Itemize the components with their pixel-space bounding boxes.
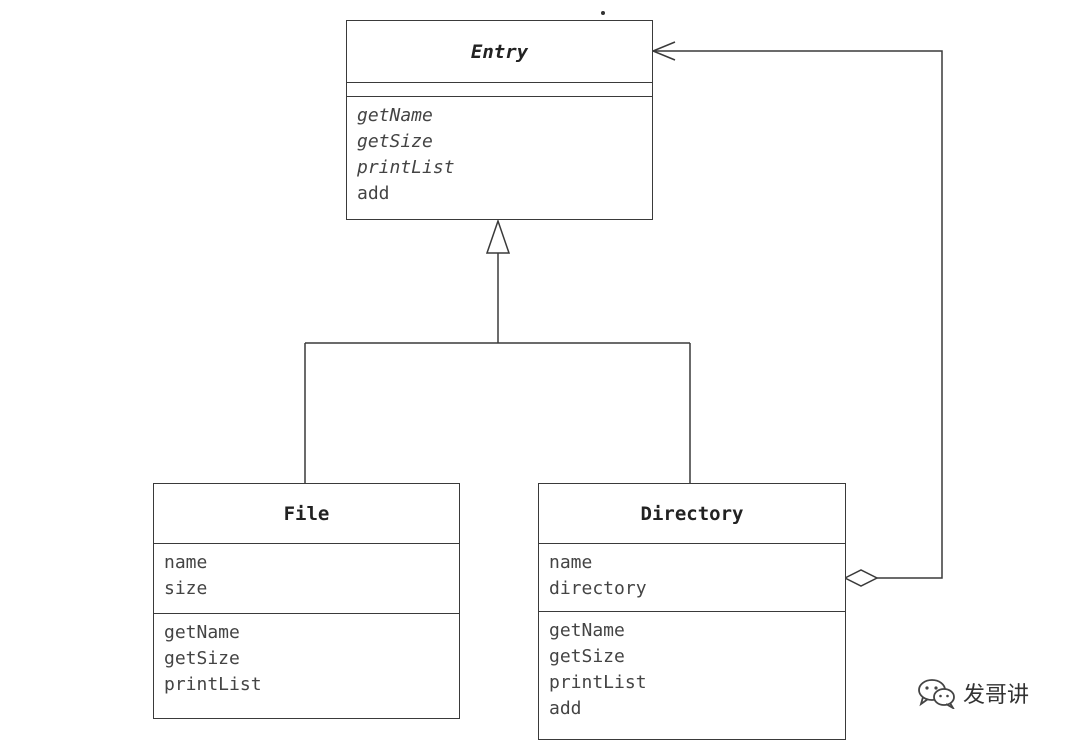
class-directory-fields: name directory bbox=[539, 544, 845, 612]
class-entry: Entry getName getSize printList add bbox=[346, 20, 653, 220]
method-item: printList bbox=[549, 672, 647, 693]
field-item: directory bbox=[549, 578, 647, 599]
aggregation-open-arrowhead bbox=[651, 41, 676, 61]
watermark-text: 发哥讲 bbox=[963, 683, 1030, 708]
method-item: getName bbox=[164, 622, 240, 643]
method-item: printList bbox=[164, 674, 262, 695]
class-file-fields: name size bbox=[154, 544, 459, 614]
generalization-arrowhead bbox=[485, 218, 511, 254]
wechat-icon bbox=[918, 679, 955, 709]
method-item: add bbox=[549, 698, 582, 719]
class-file-name: File bbox=[154, 484, 459, 544]
method-item: getSize bbox=[164, 648, 240, 669]
aggregation-diamond bbox=[843, 569, 879, 587]
method-item: getSize bbox=[549, 646, 625, 667]
method-item: add bbox=[357, 183, 390, 204]
class-entry-fields bbox=[347, 83, 652, 97]
class-file-methods: getName getSize printList bbox=[154, 614, 459, 698]
class-directory: Directory name directory getName getSize… bbox=[538, 483, 846, 740]
method-item: getSize bbox=[357, 131, 433, 152]
watermark: 发哥讲 bbox=[917, 677, 1029, 709]
class-entry-name: Entry bbox=[347, 21, 652, 83]
class-entry-methods: getName getSize printList add bbox=[347, 97, 652, 207]
field-item: size bbox=[164, 578, 208, 599]
class-directory-methods: getName getSize printList add bbox=[539, 612, 845, 722]
aggregation-line bbox=[653, 50, 943, 579]
field-item: name bbox=[549, 552, 593, 573]
class-file: File name size getName getSize printList bbox=[153, 483, 460, 719]
field-item: name bbox=[164, 552, 208, 573]
class-directory-name: Directory bbox=[539, 484, 845, 544]
method-item: printList bbox=[357, 157, 455, 178]
method-item: getName bbox=[549, 620, 625, 641]
method-item: getName bbox=[357, 105, 433, 126]
stray-dot bbox=[601, 11, 605, 15]
